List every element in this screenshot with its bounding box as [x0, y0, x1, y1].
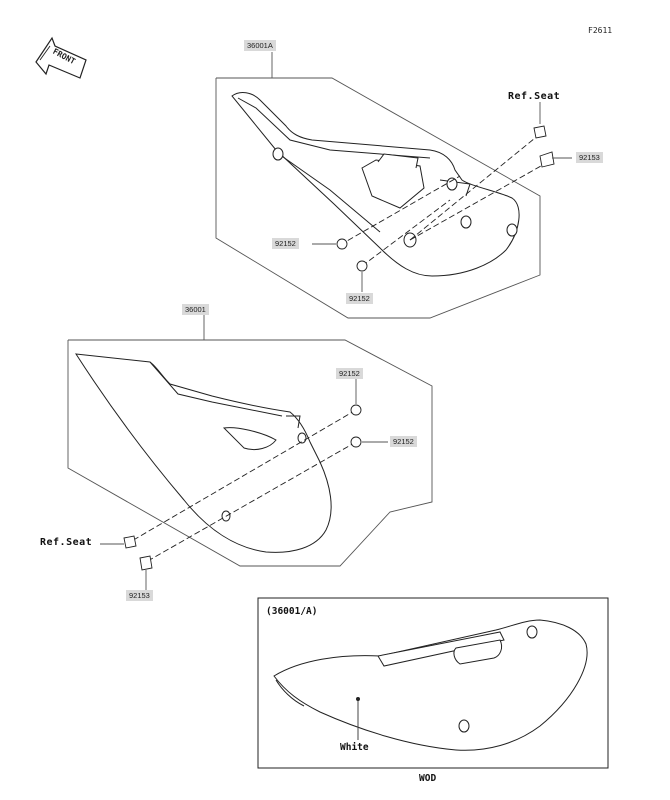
- part-tag-upper-washer-1: 92152: [272, 238, 299, 249]
- ref-seat-upper: Ref.Seat: [508, 91, 561, 102]
- inset-frame: [257, 597, 609, 769]
- part-tag-upper-bolt: 92153: [576, 152, 603, 163]
- figure-id: F2611: [588, 26, 613, 35]
- part-tag-lower-bolt: 92153: [126, 590, 153, 601]
- upper-hardware: [312, 102, 572, 292]
- part-tag-lower-assembly: 36001: [182, 304, 209, 315]
- upper-assembly-frame: [215, 52, 541, 319]
- inset-color-label: White: [340, 742, 369, 753]
- part-tag-upper-assembly: 36001A: [244, 40, 276, 51]
- front-arrow-icon: [35, 36, 87, 79]
- part-tag-lower-washer-2: 92152: [390, 436, 417, 447]
- part-tag-upper-washer-2: 92152: [346, 293, 373, 304]
- lower-side-cover: [75, 353, 332, 553]
- inset-variant-label: (36001/A): [266, 606, 318, 617]
- lower-hardware: [100, 378, 388, 590]
- ref-seat-lower: Ref.Seat: [40, 537, 93, 548]
- part-tag-lower-washer-1: 92152: [336, 368, 363, 379]
- inset-side-cover: [273, 619, 588, 751]
- upper-side-cover: [231, 92, 520, 277]
- inset-caption: WOD: [419, 773, 437, 784]
- lower-assembly-frame: [67, 314, 433, 567]
